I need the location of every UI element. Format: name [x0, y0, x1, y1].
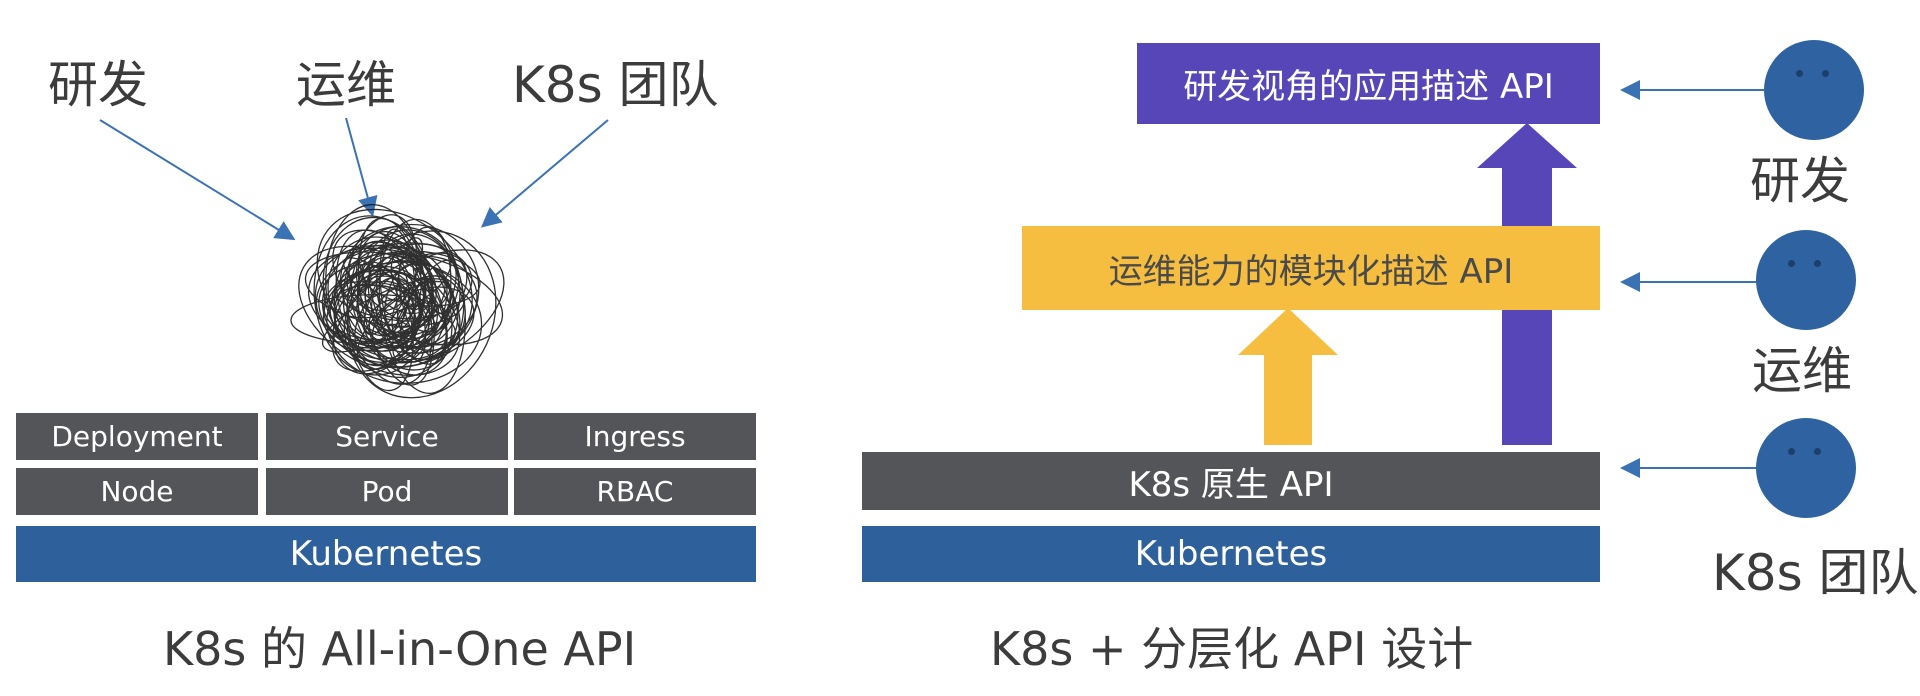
scribble-loop: [313, 215, 433, 376]
right-role-label-dev: 研发: [1750, 152, 1850, 210]
right-role-label-ops: 运维: [1752, 342, 1852, 400]
resource-deployment: Deployment: [16, 413, 258, 460]
role-label-dev: 研发: [48, 56, 148, 114]
resource-rbac: RBAC: [514, 468, 756, 515]
scribble-loop: [339, 226, 460, 338]
scribble-loop: [318, 263, 423, 352]
left-kubernetes-base: Kubernetes: [16, 526, 756, 582]
avatar-eye-left: [1788, 448, 1795, 455]
scribble-loop: [298, 245, 461, 377]
arrow-dev-to-tangle: [99, 119, 296, 241]
dev-avatar: [1764, 40, 1864, 140]
resource-service: Service: [266, 413, 508, 460]
avatar-eye-left: [1796, 70, 1803, 77]
resource-ingress: Ingress: [514, 413, 756, 460]
ops-avatar: [1756, 230, 1856, 330]
scribble-loop: [290, 294, 451, 345]
resource-pod: Pod: [266, 468, 508, 515]
left-caption: K8s 的 All-in-One API: [163, 622, 637, 676]
scribble-loop: [314, 245, 459, 368]
arrow-k8s-to-tangle: [480, 119, 609, 228]
dev-perspective-api-layer: 研发视角的应用描述 API: [1137, 43, 1600, 124]
avatar-eye-right: [1814, 260, 1821, 267]
scribble-loop: [350, 239, 453, 376]
ops-layer-up-arrow: [1238, 308, 1338, 445]
avatar-eye-right: [1822, 70, 1829, 77]
ops-capability-api-layer: 运维能力的模块化描述 API: [1022, 226, 1600, 310]
scribble-loop: [355, 230, 422, 326]
arrow-ops-to-tangle: [345, 117, 378, 217]
k8s-native-api-layer: K8s 原生 API: [862, 452, 1600, 510]
avatar-eye-right: [1814, 448, 1821, 455]
scribble-loop: [322, 265, 425, 352]
tangle-scribble: [290, 203, 505, 399]
avatar-eye-left: [1788, 260, 1795, 267]
role-label-k8s-team: K8s 团队: [512, 56, 719, 114]
k8s-team-avatar: [1756, 418, 1856, 518]
scribble-loop: [333, 223, 480, 364]
right-caption: K8s + 分层化 API 设计: [990, 622, 1474, 676]
scribble-loop: [316, 208, 473, 354]
right-role-label-k8s-team: K8s 团队: [1712, 544, 1919, 602]
scribble-loop: [370, 277, 421, 344]
resource-node: Node: [16, 468, 258, 515]
scribble-loop: [326, 261, 483, 384]
right-kubernetes-base: Kubernetes: [862, 526, 1600, 582]
role-label-ops: 运维: [296, 56, 396, 114]
scribble-loop: [391, 275, 466, 361]
